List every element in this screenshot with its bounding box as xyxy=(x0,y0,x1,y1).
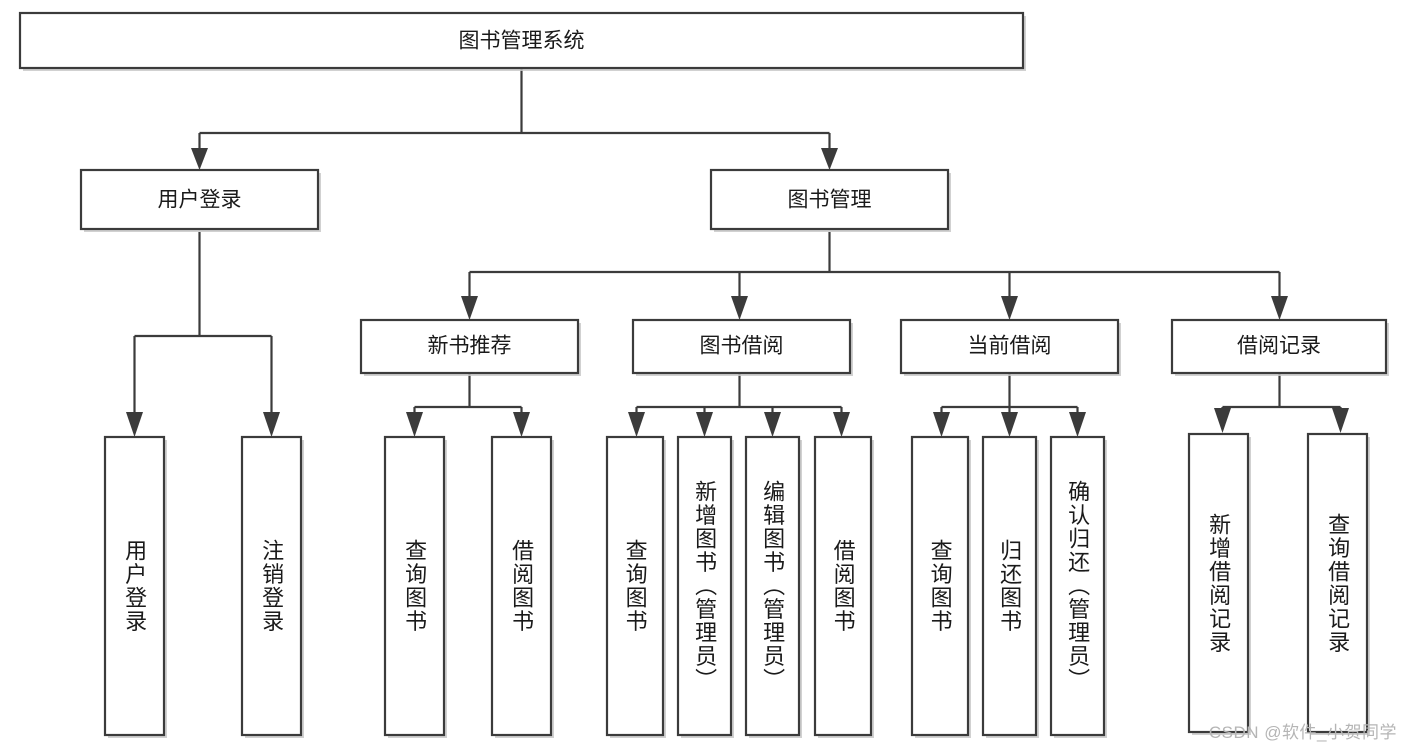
node-book-management[interactable]: 图书管理 xyxy=(709,168,951,232)
arrowhead-bookborrow-leaf-1 xyxy=(628,412,645,437)
leaf-node-query-book-current[interactable] xyxy=(910,435,971,738)
leaf-node-add-borrow-record[interactable] xyxy=(1187,432,1251,735)
leaf-node-add-book-admin[interactable] xyxy=(676,435,734,738)
leaf-node-query-book-borrow[interactable] xyxy=(605,435,666,738)
leaf-node-logout[interactable] xyxy=(240,435,304,738)
arrowhead-current-borrow xyxy=(1001,296,1018,320)
node-new-book-recommend[interactable]: 新书推荐 xyxy=(359,318,581,376)
arrowhead-newbook-leaf-2 xyxy=(513,412,530,437)
arrowhead-leaf-user-login xyxy=(126,412,143,437)
node-root-label: 图书管理系统 xyxy=(459,30,585,53)
leaf-node-user-login[interactable] xyxy=(103,435,167,738)
leaf-node-borrow-book-new[interactable] xyxy=(490,435,554,738)
arrowhead-newbook-leaf-1 xyxy=(406,412,423,437)
leaf-node-borrow-book[interactable] xyxy=(813,435,874,738)
csdn-watermark: CSDN @软件_小贺同学 xyxy=(1208,723,1397,742)
node-user-login[interactable]: 用户登录 xyxy=(79,168,321,232)
arrowhead-user-login xyxy=(191,148,208,170)
arrowhead-borrow-record xyxy=(1271,296,1288,320)
arrowhead-book-mgmt xyxy=(821,148,838,170)
node-borrow-record-label: 借阅记录 xyxy=(1237,335,1321,358)
node-book-borrow-label: 图书借阅 xyxy=(700,335,784,358)
arrowhead-book-borrow xyxy=(731,296,748,320)
arrowhead-currentborrow-leaf-1 xyxy=(933,412,950,437)
node-user-login-label: 用户登录 xyxy=(158,189,242,212)
node-current-borrow[interactable]: 当前借阅 xyxy=(899,318,1121,376)
arrowhead-bookborrow-leaf-3 xyxy=(764,412,781,437)
connector-layer xyxy=(126,68,1349,437)
node-root-system[interactable]: 图书管理系统 xyxy=(18,11,1026,71)
arrowhead-bookborrow-leaf-4 xyxy=(833,412,850,437)
node-new-book-recommend-label: 新书推荐 xyxy=(428,335,512,358)
leaf-node-confirm-return-admin[interactable] xyxy=(1049,435,1107,738)
arrowhead-currentborrow-leaf-2 xyxy=(1001,412,1018,437)
leaf-node-query-borrow-record[interactable] xyxy=(1306,432,1370,735)
arrowhead-borrowrecord-leaf-1 xyxy=(1214,408,1231,433)
leaf-node-return-book[interactable] xyxy=(981,435,1039,738)
leaf-node-query-book-new[interactable] xyxy=(383,435,447,738)
arrowhead-new-book xyxy=(461,296,478,320)
arrowhead-leaf-logout xyxy=(263,412,280,437)
node-book-management-label: 图书管理 xyxy=(788,189,872,212)
node-book-borrow[interactable]: 图书借阅 xyxy=(631,318,853,376)
node-current-borrow-label: 当前借阅 xyxy=(968,335,1052,358)
leaf-node-edit-book-admin[interactable] xyxy=(744,435,802,738)
node-borrow-record[interactable]: 借阅记录 xyxy=(1170,318,1389,376)
arrowhead-borrowrecord-leaf-2 xyxy=(1332,408,1349,433)
arrowhead-bookborrow-leaf-2 xyxy=(696,412,713,437)
arrowhead-currentborrow-leaf-3 xyxy=(1069,412,1086,437)
